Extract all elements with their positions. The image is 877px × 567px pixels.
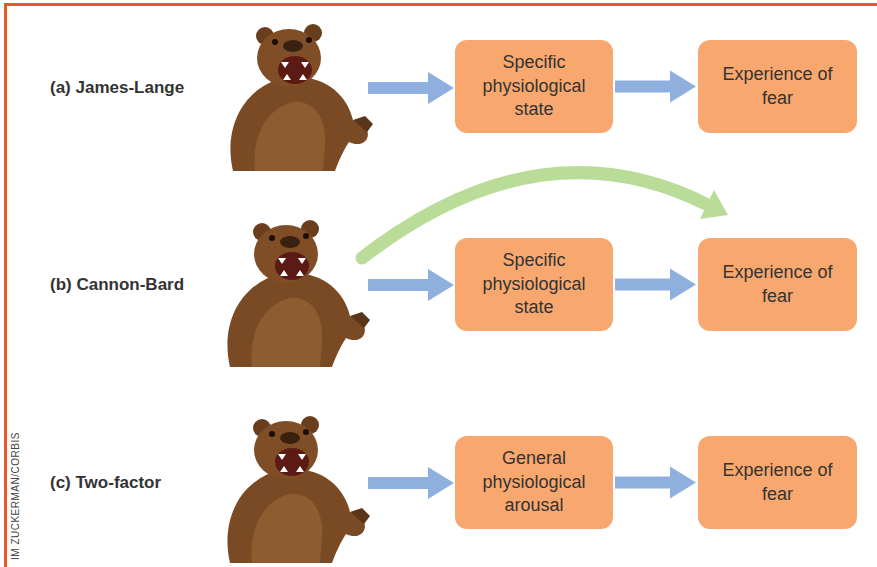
process-box: Specific physiological state [455, 40, 613, 133]
frame-left [4, 3, 7, 567]
theory-label: (b) Cannon-Bard [50, 275, 184, 295]
process-box: Experience of fear [698, 40, 857, 133]
box-text: Experience of fear [708, 459, 847, 506]
box-text: Experience of fear [708, 261, 847, 308]
frame-top [4, 3, 877, 6]
photo-credit: IM ZUCKERMAN/CORBIS [10, 432, 21, 560]
process-box: General physiological arousal [455, 436, 613, 529]
stimulus-arrow [368, 269, 454, 301]
box-text: Specific physiological state [465, 51, 603, 121]
theory-label: (c) Two-factor [50, 473, 161, 493]
box-text: Experience of fear [708, 63, 847, 110]
flow-arrow [615, 71, 696, 103]
bear-picture [230, 24, 373, 171]
theory-label: (a) James-Lange [50, 78, 184, 98]
process-box: Specific physiological state [455, 238, 613, 331]
box-text: Specific physiological state [465, 249, 603, 319]
flow-arrow [615, 269, 696, 301]
stimulus-arrow [368, 467, 454, 499]
box-text: General physiological arousal [465, 447, 603, 517]
bear-picture [227, 220, 370, 367]
direct-arrowhead [700, 190, 728, 219]
process-box: Experience of fear [698, 436, 857, 529]
bear-picture [227, 416, 370, 563]
stimulus-arrow [368, 72, 454, 104]
process-box: Experience of fear [698, 238, 857, 331]
flow-arrow [615, 467, 696, 499]
